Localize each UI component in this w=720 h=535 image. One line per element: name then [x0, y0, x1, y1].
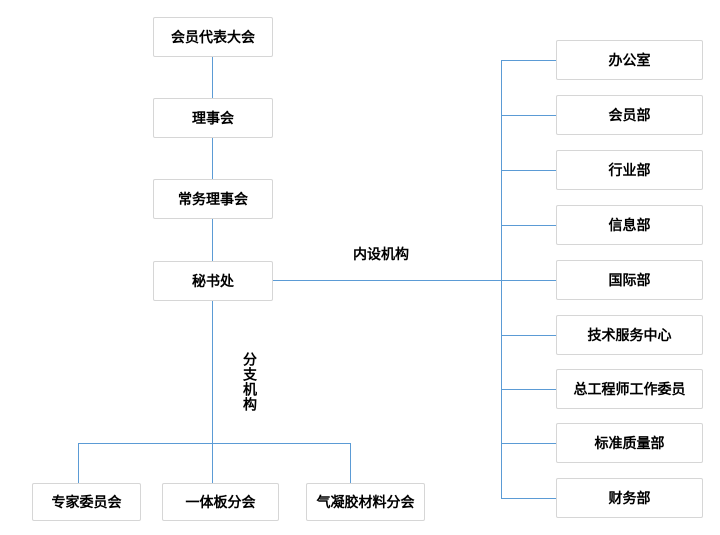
connector-stub-3	[501, 170, 556, 171]
node-dept-tech-service-center: 技术服务中心	[556, 315, 703, 355]
connector-chain-1	[212, 57, 213, 98]
connector-stub-6	[501, 335, 556, 336]
node-dept-membership: 会员部	[556, 95, 703, 135]
connector-branch-bar	[78, 443, 350, 444]
connector-stub-8	[501, 443, 556, 444]
connector-stub-4	[501, 225, 556, 226]
connector-branch-drop-1	[78, 443, 79, 483]
label-internal-bodies: 内设机构	[353, 246, 409, 262]
connector-stub-1	[501, 60, 556, 61]
label-branch-bodies: 分支机构	[242, 352, 258, 412]
node-dept-international: 国际部	[556, 260, 703, 300]
node-secretariat: 秘书处	[153, 261, 273, 301]
node-dept-standards-quality: 标准质量部	[556, 423, 703, 463]
connector-chain-2	[212, 138, 213, 179]
connector-branch-drop-3	[350, 443, 351, 483]
connector-secretariat-branches	[212, 301, 213, 483]
connector-stub-2	[501, 115, 556, 116]
node-dept-industry: 行业部	[556, 150, 703, 190]
node-dept-office: 办公室	[556, 40, 703, 80]
node-member-assembly: 会员代表大会	[153, 17, 273, 57]
connector-stub-5	[501, 280, 556, 281]
node-dept-chief-engineer-committee: 总工程师工作委员	[556, 369, 703, 409]
node-standing-council: 常务理事会	[153, 179, 273, 219]
node-dept-information: 信息部	[556, 205, 703, 245]
node-branch-aerogel-materials: 气凝胶材料分会	[306, 483, 425, 521]
connector-stub-9	[501, 498, 556, 499]
node-dept-finance: 财务部	[556, 478, 703, 518]
connector-stub-7	[501, 389, 556, 390]
node-council: 理事会	[153, 98, 273, 138]
connector-secretariat-internal	[273, 280, 501, 281]
connector-internal-trunk	[501, 60, 502, 498]
node-branch-expert-committee: 专家委员会	[32, 483, 141, 521]
connector-chain-3	[212, 219, 213, 261]
node-branch-integrated-panel: 一体板分会	[162, 483, 279, 521]
